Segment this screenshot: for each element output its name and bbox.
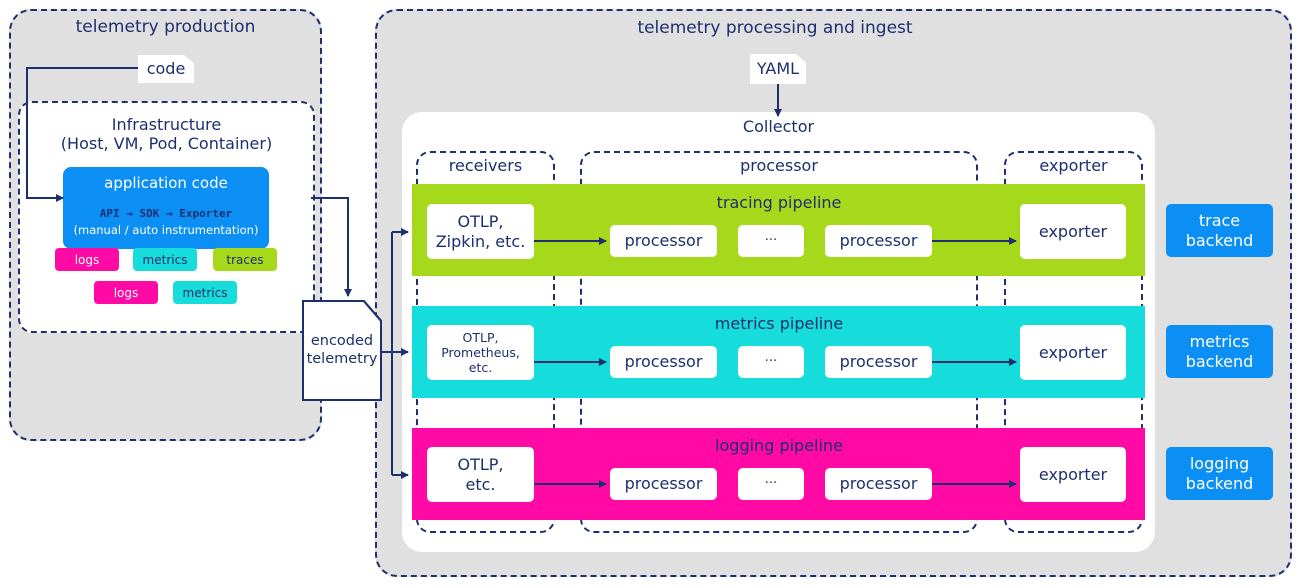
exporter-column-title: exporter: [1039, 156, 1108, 176]
metrics-signal-pill: metrics: [133, 248, 197, 271]
application-code-box: [63, 167, 269, 249]
collector-title: Collector: [742, 117, 815, 137]
trace-backend-box: trace backend: [1166, 204, 1273, 257]
logging-exporter-box: exporter: [1020, 447, 1126, 502]
metrics-pipeline-title: metrics pipeline: [714, 314, 844, 334]
encoded-telemetry-label: encoded telemetry: [304, 302, 380, 399]
telemetry-processing-title: telemetry processing and ingest: [637, 17, 913, 38]
code-document: code: [138, 55, 194, 83]
traces-signal-pill: traces: [213, 248, 277, 271]
metrics-processor-ellipsis: ···: [738, 346, 804, 378]
metrics-backend-box: metrics backend: [1166, 325, 1273, 378]
telemetry-production-title: telemetry production: [75, 16, 256, 37]
metrics-receiver-box: OTLP, Prometheus, etc.: [427, 325, 534, 380]
logging-processor-ellipsis: ···: [738, 468, 804, 500]
logging-processor-box: processor: [825, 468, 932, 500]
yaml-document: YAML: [750, 54, 806, 84]
tracing-pipeline-title: tracing pipeline: [716, 193, 842, 213]
code-to-app-arrow: [26, 67, 138, 202]
application-code-title: application code: [104, 174, 228, 192]
tracing-processor-box: processor: [610, 225, 717, 257]
logging-pipeline-title: logging pipeline: [715, 436, 843, 456]
tracing-processor-box: processor: [825, 225, 932, 257]
metrics-signal-pill: metrics: [173, 281, 237, 304]
processor-column-title: processor: [740, 156, 818, 176]
logging-backend-box: logging backend: [1166, 447, 1273, 500]
logs-signal-pill: logs: [55, 248, 119, 271]
metrics-processor-box: processor: [825, 346, 932, 378]
metrics-processor-box: processor: [610, 346, 717, 378]
infrastructure-title: Infrastructure (Host, VM, Pod, Container…: [60, 114, 273, 153]
logs-signal-pill: logs: [94, 281, 158, 304]
logging-receiver-box: OTLP, etc.: [427, 447, 534, 502]
receivers-column-title: receivers: [448, 156, 523, 176]
logging-processor-box: processor: [610, 468, 717, 500]
tracing-exporter-box: exporter: [1020, 204, 1126, 259]
metrics-exporter-box: exporter: [1020, 325, 1126, 380]
application-flow-text: API → SDK → Exporter: [99, 206, 233, 220]
app-to-encoded-arrow: [311, 197, 352, 297]
instrumentation-note: (manual / auto instrumentation): [73, 223, 259, 237]
tracing-processor-ellipsis: ···: [738, 225, 804, 257]
tracing-receiver-box: OTLP, Zipkin, etc.: [427, 204, 534, 259]
